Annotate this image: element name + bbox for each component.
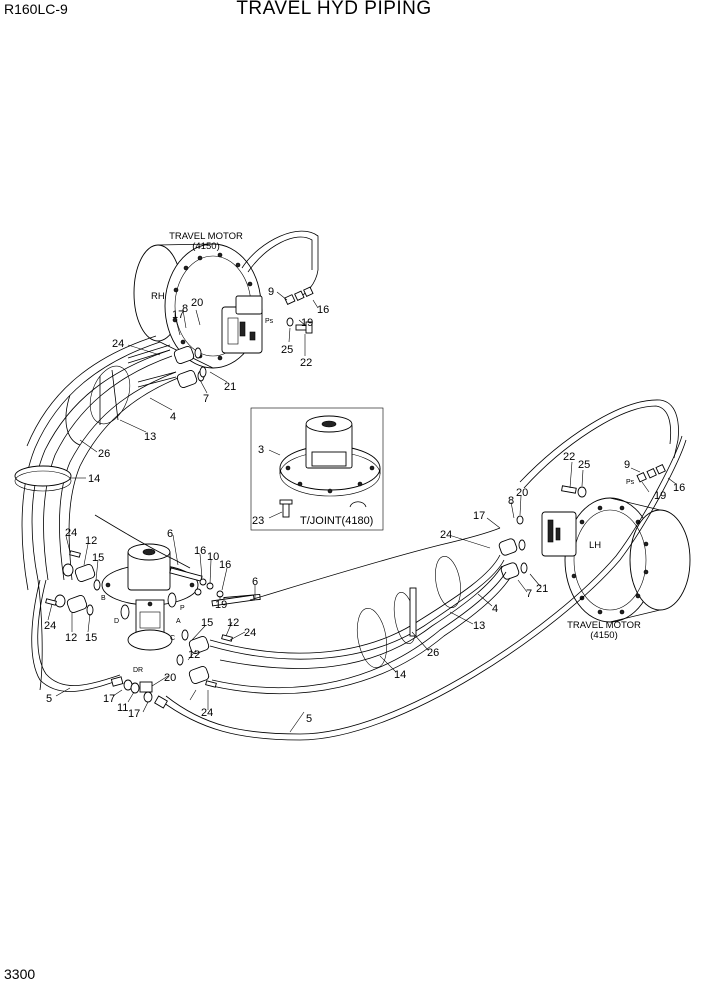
callout: 25	[578, 459, 590, 471]
hose-6-left	[94, 514, 191, 569]
callout: 9	[268, 286, 274, 298]
callout: 10	[207, 551, 219, 563]
callout: 24	[44, 620, 56, 632]
callout: 12	[65, 632, 77, 644]
swivel-joint-inset	[250, 407, 384, 531]
callout: 13	[144, 431, 156, 443]
clamps	[14, 365, 461, 668]
callout: 5	[46, 693, 52, 705]
motor-lh-title: TRAVEL MOTOR	[567, 620, 641, 631]
callout: 20	[164, 672, 176, 684]
callout: 11	[117, 702, 128, 714]
model-code: R160LC-9	[4, 1, 68, 17]
port-ps-lh: Ps	[626, 479, 635, 486]
callout: 15	[85, 632, 97, 644]
motor-lh-side: LH	[589, 540, 601, 551]
callout: 4	[170, 411, 176, 423]
callout: 13	[473, 620, 485, 632]
callout: 6	[167, 528, 173, 540]
swivel-joint-label: T/JOINT(4180)	[300, 515, 373, 527]
fitting-9-16-rh	[284, 286, 314, 306]
callout: 22	[563, 451, 575, 463]
callout: 24	[65, 527, 77, 539]
callout: 14	[394, 669, 406, 681]
motor-rh-code: (4150)	[192, 241, 219, 252]
port-a: A	[176, 618, 181, 625]
flange-7-rh	[173, 346, 207, 388]
callout: 8	[182, 303, 188, 315]
callout: 17	[473, 510, 485, 522]
callout: 16	[317, 304, 329, 316]
port-c: C	[170, 635, 175, 642]
callout: 19	[301, 317, 313, 329]
hose-bundle	[21, 335, 511, 695]
callout: 24	[244, 627, 256, 639]
port-b: B	[101, 595, 106, 602]
callout: 16	[219, 559, 231, 571]
callout: 8	[508, 495, 514, 507]
travel-motor-rh	[133, 243, 263, 369]
callout: 15	[201, 617, 213, 629]
callout: 4	[492, 603, 498, 615]
callout-numbers: 9 16 20 8 17 19 25 22 21 7 24 4 13 26 14…	[44, 286, 685, 725]
bolt-22-rh	[286, 317, 313, 334]
motor-rh-title: TRAVEL MOTOR	[169, 231, 243, 242]
callout: 26	[98, 448, 110, 460]
callout: 17	[103, 693, 115, 705]
callout: 23	[252, 515, 264, 527]
port-ps-rh: Ps	[265, 318, 274, 325]
flanges-left	[45, 550, 101, 616]
callout: 20	[191, 297, 203, 309]
page-title: TRAVEL HYD PIPING	[236, 0, 432, 19]
callout: 26	[427, 647, 439, 659]
callout: 7	[526, 588, 532, 600]
center-joint	[101, 543, 261, 651]
callout: 9	[624, 459, 630, 471]
leader-lines	[47, 291, 677, 733]
callout: 7	[203, 393, 209, 405]
hose-6	[249, 527, 501, 601]
callout: 12	[188, 649, 200, 661]
callout: 17	[172, 309, 184, 321]
port-d: D	[114, 618, 119, 625]
callout: 19	[215, 599, 227, 611]
motor-lh-code: (4150)	[590, 630, 617, 641]
callout: 22	[300, 357, 312, 369]
callout: 16	[673, 482, 685, 494]
callout: 24	[112, 338, 124, 350]
flanges-center	[176, 629, 233, 688]
callout: 24	[440, 529, 452, 541]
callout: 15	[92, 552, 104, 564]
callout: 5	[306, 713, 312, 725]
callout: 17	[128, 708, 140, 720]
callout: 6	[252, 576, 258, 588]
travel-motor-lh	[541, 497, 691, 623]
port-p: P	[180, 605, 185, 612]
port-dr: DR	[133, 667, 143, 674]
callout: 21	[536, 583, 548, 595]
flange-7-lh	[498, 515, 528, 580]
callout: 19	[654, 490, 666, 502]
callout: 24	[201, 707, 213, 719]
callout: 3	[258, 444, 264, 456]
callout: 14	[88, 473, 100, 485]
callout: 21	[224, 381, 236, 393]
bolt-22-lh	[561, 485, 587, 498]
drain-hoses-5	[31, 435, 687, 741]
callout: 16	[194, 545, 206, 557]
fitting-9-16-lh	[636, 463, 666, 483]
page-number: 3300	[4, 966, 36, 982]
motor-rh-side: RH	[151, 291, 165, 302]
callout: 25	[281, 344, 293, 356]
callout: 20	[516, 487, 528, 499]
callout: 12	[85, 535, 97, 547]
drain-hose-lh	[519, 399, 679, 483]
callout: 12	[227, 617, 239, 629]
